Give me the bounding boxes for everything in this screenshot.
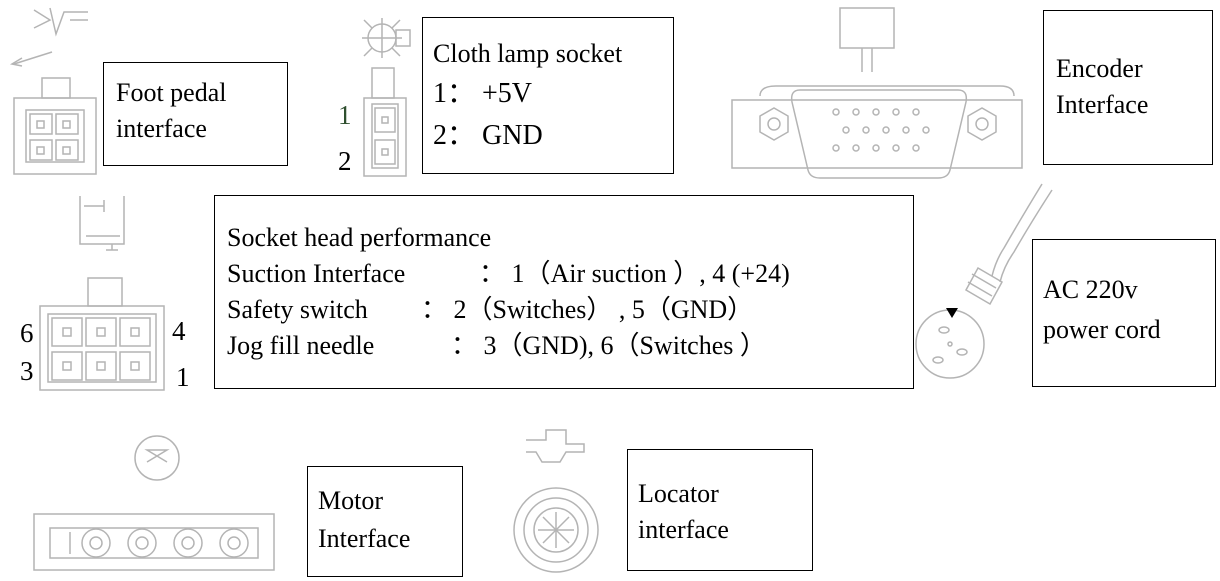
six-pin-number-6: 6 — [20, 318, 34, 348]
socket-row-name: Safety switch — [227, 295, 368, 324]
foot-pedal-label-line1: Foot pedal — [116, 78, 227, 107]
motor-label-line2: Interface — [318, 524, 411, 553]
lamp-pin-number-1: 1 — [338, 100, 352, 130]
socket-row-name: Suction Interface — [227, 259, 406, 288]
foot-pedal-label-box: Foot pedal interface — [103, 62, 288, 166]
encoder-label-line2: Interface — [1056, 90, 1149, 119]
encoder-label-box: Encoder Interface — [1043, 10, 1213, 165]
six-pin-number-1: 1 — [176, 362, 190, 392]
six-pin-connector — [39, 277, 165, 391]
cloth-lamp-title: Cloth lamp socket — [433, 39, 623, 68]
socket-row-value: ： 2（Switches） , 5（GND） — [421, 295, 754, 324]
foot-pedal-label-line2: interface — [116, 114, 207, 143]
socket-row-value: ： 3（GND), 6（Switches ） — [451, 331, 766, 360]
needle-head-icon — [79, 196, 125, 251]
foot-pedal-icon — [9, 7, 88, 67]
six-pin-number-4: 4 — [172, 316, 186, 346]
power-label-line2: power cord — [1043, 315, 1161, 344]
six-pin-number-3: 3 — [20, 356, 34, 386]
socket-row-value: ： 1（Air suction ）, 4 (+24) — [479, 259, 790, 288]
cloth-lamp-pin1: 1： +5V — [433, 78, 533, 109]
motor-connector — [33, 513, 275, 571]
power-label-line1: AC 220v — [1043, 275, 1138, 304]
socket-head-title: Socket head performance — [227, 223, 492, 252]
locator-label-line1: Locator — [638, 479, 719, 508]
db15-connector — [731, 7, 1023, 179]
plug-arrow-icon — [946, 308, 958, 318]
motor-label-box: Motor Interface — [307, 466, 463, 577]
lamp-connector — [363, 67, 407, 177]
foot-pedal-connector — [13, 77, 97, 175]
socket-row-name: Jog fill needle — [227, 331, 375, 360]
cloth-lamp-box: Cloth lamp socket 1： +5V 2： GND — [422, 17, 674, 174]
locator-label-box: Locator interface — [627, 449, 813, 571]
encoder-label-line1: Encoder — [1056, 54, 1143, 83]
motor-label-line1: Motor — [318, 486, 383, 515]
lamp-icon — [362, 18, 411, 58]
cloth-lamp-pin2: 2： GND — [433, 120, 543, 151]
motor-icon — [134, 435, 180, 481]
locator-icon — [513, 429, 599, 573]
lamp-pin-number-2: 2 — [338, 146, 352, 176]
locator-label-line2: interface — [638, 515, 729, 544]
power-label-box: AC 220v power cord — [1032, 239, 1216, 387]
socket-head-box: Socket head performance Suction Interfac… — [214, 195, 914, 389]
